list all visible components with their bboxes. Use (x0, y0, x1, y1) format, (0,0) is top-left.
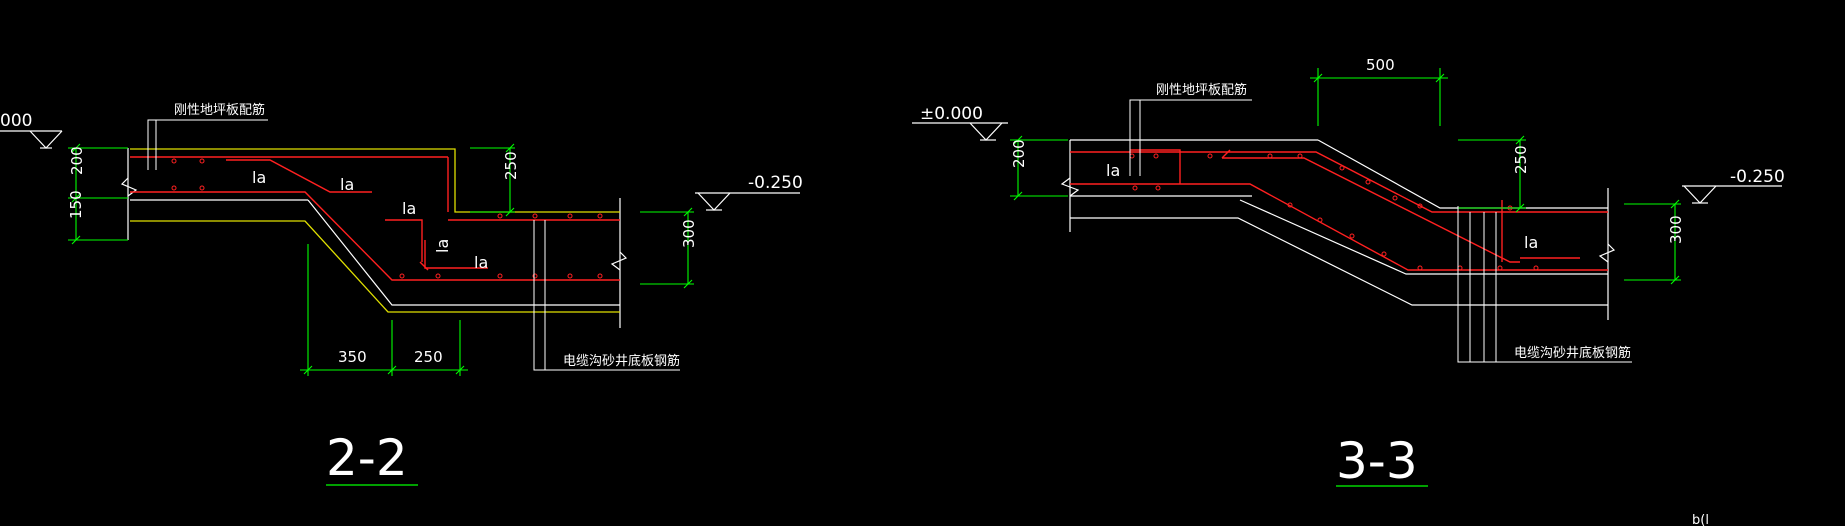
dimensions-2-2 (68, 143, 694, 376)
dim-250-v: 250 (502, 151, 520, 180)
note-top-2-2: 刚性地坪板配筋 (174, 102, 265, 118)
slab-edge-2-2 (130, 148, 620, 313)
la-label: la (252, 168, 266, 187)
level-label-left-3-3: ±0.000 (920, 104, 983, 124)
la-label: la (1524, 233, 1538, 252)
dimensions-3-3 (1010, 68, 1681, 285)
la-label: la (340, 175, 354, 194)
rebar-dots-2-2 (171, 158, 603, 279)
level-mark-right-2-2 (695, 192, 800, 211)
leaders-2-2 (147, 119, 680, 371)
note-bottom-2-2: 电缆沟砂井底板钢筋 (563, 353, 680, 369)
dim-150: 150 (67, 190, 85, 219)
la-label: la (1106, 161, 1120, 180)
dim-250: 250 (1512, 145, 1530, 174)
la-label: la (402, 199, 416, 218)
rebar-dots-3-3 (1129, 153, 1539, 271)
concrete-outline-3-3 (1060, 139, 1616, 320)
corner-fragment-text: b(l (1692, 513, 1709, 526)
level-mark-right-3-3 (1682, 185, 1782, 204)
dim-300: 300 (1667, 215, 1685, 244)
section-title-3-3: 3-3 (1336, 432, 1418, 490)
rebar-2-2 (130, 156, 620, 281)
la-label: la (474, 253, 488, 272)
dim-350: 350 (338, 348, 367, 366)
level-label-left-2-2: 000 (0, 111, 32, 131)
level-mark-left-3-3 (912, 122, 1008, 141)
section-3-3: ±0.000 (912, 56, 1785, 490)
section-title-2-2: 2-2 (326, 429, 408, 487)
dim-200: 200 (1010, 139, 1028, 168)
note-bottom-3-3: 电缆沟砂井底板钢筋 (1514, 345, 1631, 361)
dim-300: 300 (680, 219, 698, 248)
concrete-outline-2-2 (120, 148, 628, 328)
dim-500: 500 (1366, 56, 1395, 74)
la-label: la (433, 239, 452, 253)
dim-250-h: 250 (414, 348, 443, 366)
level-label-right-2-2: -0.250 (748, 173, 803, 193)
note-top-3-3: 刚性地坪板配筋 (1156, 82, 1247, 98)
level-label-right-3-3: -0.250 (1730, 167, 1785, 187)
level-mark-left-2-2 (0, 130, 63, 149)
rebar-3-3 (1070, 149, 1608, 271)
section-2-2: 000 (0, 102, 803, 487)
dim-200: 200 (68, 146, 86, 175)
leaders-3-3 (1129, 99, 1632, 363)
